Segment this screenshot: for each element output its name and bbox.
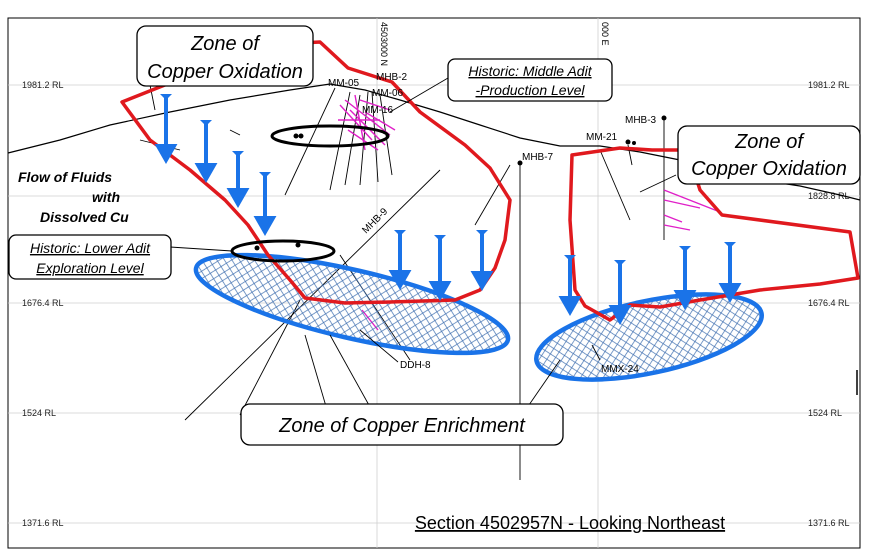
arrow-icon (253, 174, 277, 237)
arrow-icon (718, 244, 742, 304)
middle-adit-box (447, 58, 613, 102)
fluids-line2: with (92, 189, 120, 205)
rl-label: 1371.6 RL (22, 518, 64, 528)
rl-label: 1981.2 RL (22, 80, 64, 90)
drillhole-label-mmx24: MMX-24 (601, 364, 639, 375)
fluid-flow-arrows (154, 96, 742, 326)
drill-collars (254, 115, 667, 251)
middle-adit-outline (270, 124, 390, 148)
oxidation-right-line1: Zone of (734, 131, 805, 153)
enrichment-box (240, 403, 564, 446)
arrow-icon (154, 96, 178, 165)
easting-label: 000 E (600, 22, 610, 46)
lower-adit-line2: Exploration Level (36, 260, 144, 276)
arrow-icon (673, 248, 697, 311)
rl-label: 1524 RL (808, 408, 842, 418)
section-frame (7, 17, 861, 549)
drillhole-label-mhb3: MHB-3 (625, 115, 657, 126)
arrow-icon (194, 122, 218, 184)
rl-label: 1676.4 RL (22, 298, 64, 308)
arrow-icon (226, 153, 250, 209)
oxidation-right-box (677, 125, 861, 185)
drillhole-label-mm16: MM-16 (362, 105, 394, 116)
rl-labels-left: 1981.2 RL 1676.4 RL 1524 RL 1371.6 RL (22, 80, 64, 528)
enrichment-label: Zone of Copper Enrichment (278, 415, 526, 437)
section-title: Section 4502957N - Looking Northeast (415, 513, 725, 533)
middle-adit-line2: -Production Level (476, 82, 586, 98)
drillhole-label-mhb7: MHB-7 (522, 152, 554, 163)
drillhole-label-mhb2: MHB-2 (376, 72, 408, 83)
fluids-line1: Flow of Fluids (18, 169, 112, 185)
northing-label: 4503000 N (379, 22, 389, 66)
oxidation-right-line2: Copper Oxidation (691, 158, 847, 180)
arrow-icon (558, 257, 582, 317)
rl-label: 1828.8 RL (808, 191, 850, 201)
arrow-tails (160, 94, 736, 266)
lower-adit-box (8, 234, 172, 280)
rl-label: 1676.4 RL (808, 298, 850, 308)
drillhole-label-mhb9: MHB-9 (360, 206, 390, 236)
drillhole-label-mm21: MM-21 (586, 132, 618, 143)
enrichment-zone-right (534, 292, 764, 382)
rl-labels-right: 1981.2 RL 1828.8 RL 1676.4 RL 1524 RL 13… (808, 80, 850, 528)
oxidation-left-line1: Zone of (190, 33, 261, 55)
arrow-icon (608, 262, 632, 326)
drillhole-label-ddh8: DDH-8 (400, 360, 431, 371)
arrow-icon (428, 237, 452, 302)
lower-adit-line1: Historic: Lower Adit (30, 240, 151, 256)
rl-label: 1524 RL (22, 408, 56, 418)
rl-label: 1371.6 RL (808, 518, 850, 528)
arrow-icon (388, 232, 412, 291)
drillhole-label-mm06: MM-06 (372, 88, 404, 99)
fluids-line3: Dissolved Cu (40, 209, 129, 225)
middle-adit-line1: Historic: Middle Adit (468, 63, 592, 79)
oxidation-left-line2: Copper Oxidation (147, 61, 303, 83)
arrow-icon (470, 232, 494, 292)
drillhole-label-mm05: MM-05 (328, 78, 360, 89)
oxidation-left-box (136, 25, 314, 87)
rl-label: 1981.2 RL (808, 80, 850, 90)
